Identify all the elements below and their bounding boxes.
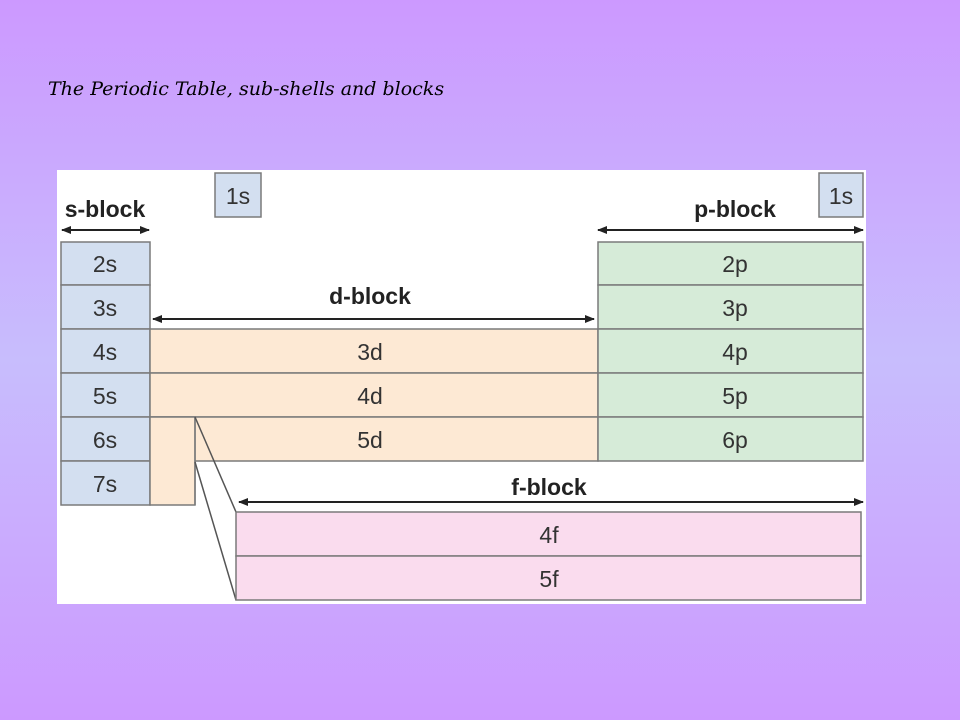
one-s-right-label: 1s: [829, 183, 853, 209]
f-block-label: f-block: [511, 474, 587, 500]
p-block-label: p-block: [694, 196, 776, 222]
s-block-cell: 2s: [60, 241, 151, 286]
f-block-insertion-strip: [149, 416, 237, 601]
page-title: The Periodic Table, sub-shells and block…: [48, 78, 445, 100]
p-block-cell: 6p: [597, 416, 864, 462]
one-s-left-box: 1s: [214, 172, 262, 218]
d-cell-label: 5d: [357, 427, 383, 453]
s-block-cell: 6s: [60, 416, 151, 462]
s-cell-label: 4s: [93, 339, 117, 365]
p-cell-label: 6p: [722, 427, 748, 453]
f-block-cell: 5f: [235, 555, 862, 601]
f-cell-label: 4f: [539, 522, 559, 548]
one-s-left-label: 1s: [226, 183, 250, 209]
d-block-label: d-block: [329, 283, 411, 309]
s-cell-label: 6s: [93, 427, 117, 453]
one-s-right-box: 1s: [818, 172, 864, 218]
s-cell-label: 3s: [93, 295, 117, 321]
d-block-cell: 5d: [149, 416, 599, 462]
f-cell-label: 5f: [539, 566, 559, 592]
d-block-cell: 3d: [149, 328, 599, 374]
p-block-cell: 4p: [597, 328, 864, 374]
d-cell-label: 4d: [357, 383, 383, 409]
p-cell-label: 2p: [722, 251, 748, 277]
s-block-label: s-block: [65, 196, 146, 222]
s-block-cell: 3s: [60, 284, 151, 330]
s-cell-label: 7s: [93, 471, 117, 497]
p-cell-label: 4p: [722, 339, 748, 365]
f-block-cell: 4f: [235, 511, 862, 557]
p-block-cell: 2p: [597, 241, 864, 286]
d-block-cell: 4d: [149, 372, 599, 418]
periodic-blocks-diagram: 1s 1s s-block p-block d-block f-block 2s…: [57, 170, 866, 604]
s-cell-label: 5s: [93, 383, 117, 409]
s-cell-label: 2s: [93, 251, 117, 277]
diagram-canvas: 1s 1s s-block p-block d-block f-block 2s…: [60, 172, 864, 601]
p-cell-label: 5p: [722, 383, 748, 409]
p-block-cell: 5p: [597, 372, 864, 418]
s-block-cell: 7s: [60, 460, 151, 506]
s-block-cell: 5s: [60, 372, 151, 418]
p-block-cell: 3p: [597, 284, 864, 330]
d-cell-label: 3d: [357, 339, 383, 365]
s-block-cell: 4s: [60, 328, 151, 374]
p-cell-label: 3p: [722, 295, 748, 321]
